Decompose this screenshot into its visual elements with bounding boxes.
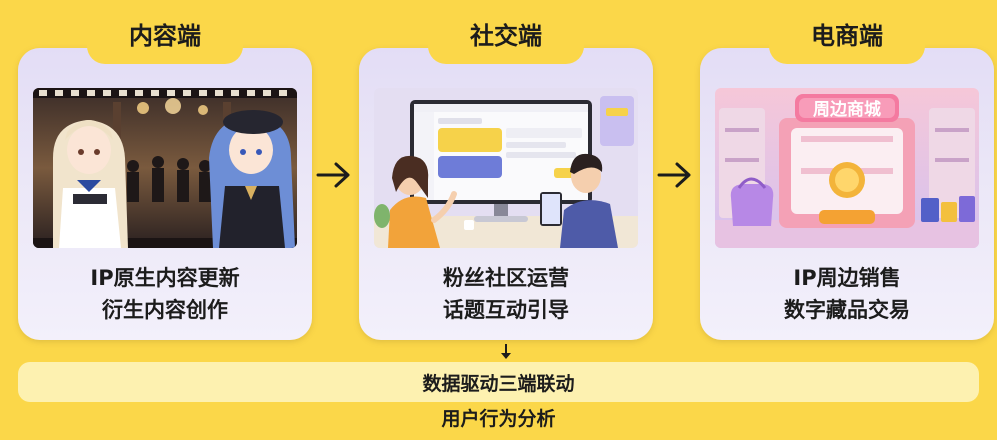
content-line-2: 衍生内容创作 bbox=[102, 298, 228, 322]
community-office-image bbox=[374, 88, 638, 248]
ecommerce-line-1: IP周边销售 bbox=[793, 266, 901, 290]
data-driven-bar: 数据驱动三端联动 bbox=[18, 362, 979, 402]
down-arrow-icon bbox=[499, 343, 513, 361]
ecommerce-line-2: 数字藏品交易 bbox=[784, 298, 910, 322]
social-title: 社交端 bbox=[470, 22, 542, 50]
ecommerce-title: 电商端 bbox=[811, 22, 883, 50]
social-description: 粉丝社区运营 话题互动引导 bbox=[359, 262, 653, 326]
content-line-1: IP原生内容更新 bbox=[90, 266, 240, 290]
data-driven-text: 数据驱动三端联动 bbox=[422, 372, 575, 395]
content-description: IP原生内容更新 衍生内容创作 bbox=[18, 262, 312, 326]
social-tab: 社交端 bbox=[428, 18, 584, 64]
social-card: 社交端 bbox=[359, 18, 653, 340]
ecommerce-description: IP周边销售 数字藏品交易 bbox=[700, 262, 994, 326]
content-card: 内容端 bbox=[18, 18, 312, 340]
right-arrow-icon bbox=[316, 160, 352, 190]
ecommerce-card: 电商端 bbox=[700, 18, 994, 340]
store-sign-text: 周边商城 bbox=[813, 99, 881, 120]
right-arrow-icon bbox=[657, 160, 693, 190]
social-line-2: 话题互动引导 bbox=[443, 298, 569, 322]
anime-scene-image bbox=[33, 88, 297, 248]
content-tab: 内容端 bbox=[87, 18, 243, 64]
content-title: 内容端 bbox=[129, 22, 201, 50]
ecommerce-tab: 电商端 bbox=[769, 18, 925, 64]
social-line-1: 粉丝社区运营 bbox=[443, 266, 569, 290]
merch-store-image: 周边商城 bbox=[715, 88, 979, 248]
user-behavior-analysis: 用户行为分析 bbox=[441, 408, 556, 430]
